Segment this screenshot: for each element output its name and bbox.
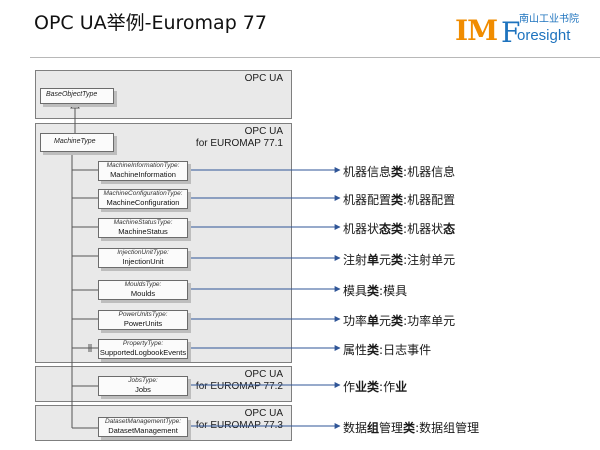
type-name: DatasetManagementType: xyxy=(104,418,182,425)
title-divider xyxy=(30,57,600,58)
annotation-bold-text: 类 xyxy=(367,343,380,357)
annotation-bold-text: 类 xyxy=(367,284,380,298)
base-object-type-label: BaseObjectType xyxy=(46,91,98,98)
annotation-text: :注射单元 xyxy=(403,253,456,267)
type-name: InjectionUnitType: xyxy=(117,249,169,256)
annotation-text: 属性 xyxy=(343,343,368,357)
annotation-dataset-management: 数据组管理类:数据组管理 xyxy=(343,419,479,436)
instance-name: DatasetManagement xyxy=(108,426,178,435)
annotation-bold-text: 类 xyxy=(391,193,404,207)
type-name: MachineConfigurationType: xyxy=(103,190,183,197)
annotation-text: 元 xyxy=(379,253,392,267)
annotation-jobs: 作业类:作业 xyxy=(343,378,407,395)
annotation-injection-unit: 注射单元类:注射单元 xyxy=(343,251,455,268)
power-units-box: PowerUnitsType: PowerUnits xyxy=(98,310,188,330)
annotation-text: 机器配置 xyxy=(343,193,392,207)
annotation-bold-text: 态类 xyxy=(379,222,404,236)
machine-information-box: MachineInformationType: MachineInformati… xyxy=(98,161,188,181)
machine-status-box: MachineStatusType: MachineStatus xyxy=(98,218,188,238)
annotation-bold-text: 单 xyxy=(367,253,380,267)
moulds-box: MouldsType: Moulds xyxy=(98,280,188,300)
logo-im-text: IM xyxy=(455,14,498,47)
panel-label-line2: for EUROMAP 77.1 xyxy=(195,138,283,149)
type-name: MachineStatusType: xyxy=(113,219,173,226)
instance-name: SupportedLogbookEvents xyxy=(99,348,187,357)
annotation-text: :模具 xyxy=(379,284,408,298)
annotation-machine-information: 机器信息类:机器信息 xyxy=(343,163,455,180)
annotation-text: 机器信息 xyxy=(343,165,392,179)
imf-foresight-logo: IM F oresight 南山工业书院 xyxy=(455,9,595,49)
euromap-77-2-panel: OPC UA for EUROMAP 77.2 xyxy=(35,366,292,402)
instance-name: Moulds xyxy=(130,289,156,298)
instance-name: MachineConfiguration xyxy=(106,198,180,207)
annotation-text: 作 xyxy=(343,380,356,394)
type-name: PropertyType: xyxy=(122,340,164,347)
logo-chinese-text: 南山工业书院 xyxy=(519,14,579,25)
annotation-text: :日志事件 xyxy=(379,343,432,357)
panel-label-line2: for EUROMAP 77.2 xyxy=(195,381,283,392)
panel-label-line1: OPC UA xyxy=(244,408,283,419)
panel-label-line1: OPC UA xyxy=(244,369,283,380)
euromap-77-1-label: OPC UA for EUROMAP 77.1 xyxy=(196,126,283,150)
annotation-bold-text: 类 xyxy=(391,253,404,267)
annotation-text: :机器配置 xyxy=(403,193,456,207)
annotation-bold-text: 类 xyxy=(391,314,404,328)
machine-configuration-box: MachineConfigurationType: MachineConfigu… xyxy=(98,189,188,209)
annotation-bold-text: 单 xyxy=(367,314,380,328)
injection-unit-box: InjectionUnitType: InjectionUnit xyxy=(98,248,188,268)
machine-type-box: MachineType xyxy=(40,133,114,152)
annotation-bold-text: 类 xyxy=(403,421,416,435)
logo-f-text: F xyxy=(501,16,521,49)
annotation-text: 功率 xyxy=(343,314,368,328)
annotation-bold-text: 态 xyxy=(443,222,456,236)
instance-name: MachineInformation xyxy=(110,170,176,179)
instance-name: InjectionUnit xyxy=(122,257,164,266)
annotation-text: 模具 xyxy=(343,284,368,298)
annotation-text: :机器状 xyxy=(403,222,444,236)
annotation-machine-configuration: 机器配置类:机器配置 xyxy=(343,191,455,208)
panel-label-line1: OPC UA xyxy=(244,126,283,137)
annotation-power-units: 功率单元类:功率单元 xyxy=(343,312,455,329)
annotation-text: :数据组管理 xyxy=(415,421,480,435)
annotation-logbook-events: 属性类:日志事件 xyxy=(343,341,431,358)
annotation-text: 元 xyxy=(379,314,392,328)
annotation-text: 机器状 xyxy=(343,222,380,236)
slide-title: OPC UA举例-Euromap 77 xyxy=(34,12,267,34)
euromap-77-2-label: OPC UA for EUROMAP 77.2 xyxy=(196,369,283,393)
annotation-arrows xyxy=(186,167,341,429)
instance-name: PowerUnits xyxy=(123,319,163,328)
annotation-text: :功率单元 xyxy=(403,314,456,328)
annotation-text: 数据 xyxy=(343,421,368,435)
jobs-box: JobsType: Jobs xyxy=(98,376,188,396)
composition-branches xyxy=(72,169,98,429)
type-name: PowerUnitsType: xyxy=(118,311,168,318)
inheritance-arrow-icon xyxy=(70,99,80,109)
supported-logbook-events-box: PropertyType: SupportedLogbookEvents xyxy=(98,339,188,359)
annotation-moulds: 模具类:模具 xyxy=(343,282,407,299)
logo-foresight-text: oresight xyxy=(517,27,571,44)
machine-type-label: MachineType xyxy=(54,138,96,145)
annotation-text: 注射 xyxy=(343,253,368,267)
annotation-text: :作 xyxy=(379,380,396,394)
instance-name: MachineStatus xyxy=(118,227,168,236)
annotation-bold-text: 组 xyxy=(367,421,380,435)
annotation-text: :机器信息 xyxy=(403,165,456,179)
type-name: JobsType: xyxy=(128,377,158,384)
annotation-machine-status: 机器状态类:机器状态 xyxy=(343,220,455,237)
type-name: MouldsType: xyxy=(124,281,162,288)
annotation-bold-text: 业 xyxy=(395,380,408,394)
annotation-bold-text: 类 xyxy=(391,165,404,179)
type-name: MachineInformationType: xyxy=(106,162,180,169)
instance-name: Jobs xyxy=(135,385,151,394)
opcua-panel-label: OPC UA xyxy=(244,73,283,84)
annotation-bold-text: 业类 xyxy=(355,380,380,394)
annotation-text: 管理 xyxy=(379,421,404,435)
dataset-management-box: DatasetManagementType: DatasetManagement xyxy=(98,417,188,437)
base-object-type-box: BaseObjectType xyxy=(40,88,114,104)
